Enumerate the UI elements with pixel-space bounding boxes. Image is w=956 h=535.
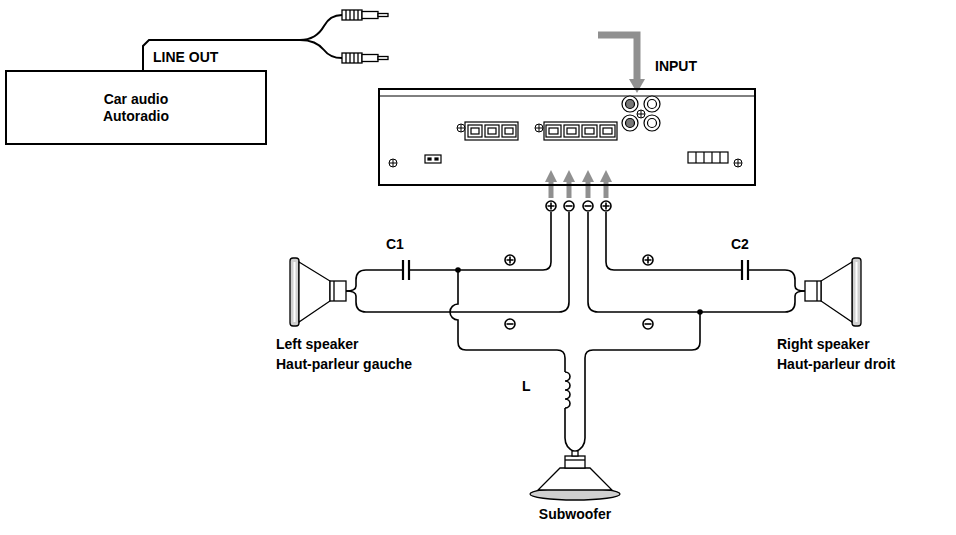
inductor-symbol [565,372,570,408]
speaker-label: Right speaker [777,336,870,353]
cable-line [143,40,300,70]
speaker-symbol [290,258,861,326]
input-arrow [598,35,637,79]
subwoofer-symbol [530,451,620,500]
amplifier-box: INPUT [378,88,756,186]
amplifier-details [380,96,754,163]
component-label: L [522,378,531,395]
component-label: C1 [386,236,404,253]
speaker-wire [346,212,805,452]
port-label: INPUT [655,58,697,75]
component-label: C2 [731,236,749,253]
junction-dot [455,267,703,315]
capacitor-symbol [403,260,748,280]
source-box: Car audioAutoradio [5,70,267,145]
rca-plug [342,10,388,63]
speaker-label: Haut-parleur droit [777,356,895,373]
box-text: Autoradio [103,108,169,125]
speaker-label: Haut-parleur gauche [276,356,412,373]
speaker-label: Left speaker [276,336,358,353]
speaker-label: Subwoofer [539,506,611,523]
screw [389,110,742,167]
polarity-symbol [505,201,653,329]
box-text: Car audio [104,91,169,108]
rca-cable [300,15,342,58]
connector-label: LINE OUT [153,49,218,66]
